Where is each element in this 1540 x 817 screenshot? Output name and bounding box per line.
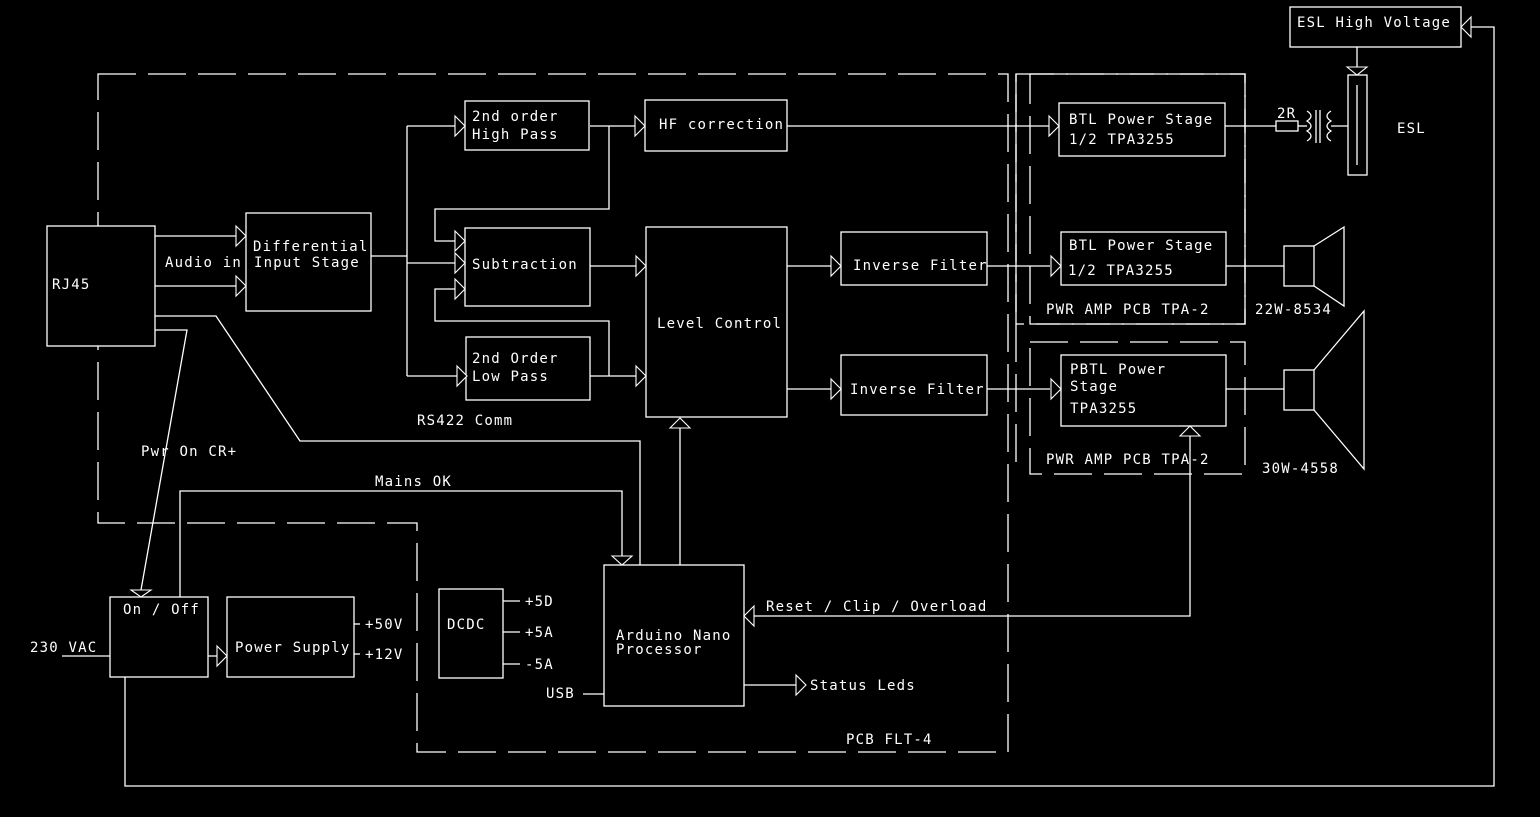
- vac-label: 230 VAC: [30, 640, 97, 656]
- inverse-filter-1-label: Inverse Filter: [853, 258, 988, 274]
- pbtl-label-3: TPA3255: [1070, 401, 1137, 417]
- mains-ok-label: Mains OK: [375, 474, 452, 490]
- dcdc-label: DCDC: [447, 617, 486, 633]
- arduino-label-2: Processor: [616, 642, 703, 658]
- pcb-flt4-label: PCB FLT-4: [846, 732, 933, 748]
- usb-label: USB: [546, 686, 575, 702]
- high-pass-block: 2nd order High Pass: [464, 100, 590, 151]
- inverse-filter-2-block: Inverse Filter: [840, 354, 988, 416]
- diff-input-label-1: Differential: [253, 239, 369, 255]
- on-off-label: On / Off: [123, 602, 200, 618]
- subtraction-label: Subtraction: [472, 257, 578, 273]
- speaker-2-label: 30W-4558: [1262, 461, 1339, 477]
- p5d-label: +5D: [525, 594, 554, 610]
- inverse-filter-2-label: Inverse Filter: [850, 382, 985, 398]
- pbtl-label-1: PBTL Power: [1070, 362, 1166, 378]
- pwr-amp-pcb-2-label: PWR AMP PCB TPA-2: [1046, 452, 1210, 468]
- v12-label: +12V: [365, 647, 404, 663]
- audio-in-label: Audio in: [165, 255, 242, 271]
- power-supply-label: Power Supply: [235, 640, 351, 656]
- reset-clip-overload-label: Reset / Clip / Overload: [766, 599, 987, 615]
- power-supply-block: Power Supply: [226, 596, 355, 678]
- btl-2-label-2: 1/2 TPA3255: [1068, 263, 1174, 279]
- btl-2-label-1: BTL Power Stage: [1069, 238, 1213, 254]
- hf-correction-block: HF correction: [644, 99, 788, 152]
- resistor-label: 2R: [1277, 106, 1296, 122]
- high-pass-label-2: High Pass: [472, 127, 559, 143]
- arduino-nano-block: Arduino Nano Processor: [603, 564, 745, 707]
- hf-correction-label: HF correction: [659, 117, 784, 133]
- pbtl-label-2: Stage: [1070, 379, 1118, 395]
- status-leds-label: Status Leds: [810, 678, 916, 694]
- low-pass-label-2: Low Pass: [472, 369, 549, 385]
- esl-panel: ESL: [1347, 74, 1426, 176]
- esl-label: ESL: [1397, 121, 1426, 137]
- on-off-switch-block: On / Off: [109, 596, 209, 678]
- pbtl-power-stage-block: PBTL Power Stage TPA3255: [1060, 354, 1227, 427]
- pwr-amp-pcb-1-label: PWR AMP PCB TPA-2: [1046, 302, 1210, 318]
- dcdc-block: DCDC: [438, 588, 504, 679]
- speaker-2-icon: [1283, 309, 1365, 471]
- arduino-label-1: Arduino Nano: [616, 628, 732, 644]
- speaker-1-icon: [1283, 225, 1345, 308]
- pwr-on-label: Pwr On CR+: [141, 444, 237, 460]
- transformer-icon: [1305, 110, 1333, 143]
- btl-1-label-2: 1/2 TPA3255: [1069, 132, 1175, 148]
- level-control-block: Level Control: [645, 226, 788, 418]
- btl-power-stage-1-block: BTL Power Stage 1/2 TPA3255: [1058, 102, 1226, 157]
- speaker-1-label: 22W-8534: [1255, 302, 1332, 318]
- low-pass-label-1: 2nd Order: [472, 351, 559, 367]
- v50-label: +50V: [365, 617, 404, 633]
- high-pass-label-1: 2nd order: [472, 109, 559, 125]
- diff-input-label-2: Input Stage: [254, 255, 360, 271]
- rj45-label: RJ45: [52, 277, 91, 293]
- arrowheads: [129, 15, 1472, 697]
- pcb-flt4-boundary: [97, 73, 1009, 753]
- amp-pcb-boundary-2: [1029, 341, 1246, 475]
- esl-high-voltage-block: ESL High Voltage: [1289, 6, 1462, 48]
- wires: [62, 26, 1495, 787]
- resistor-icon: [1275, 120, 1299, 132]
- p5a-label: +5A: [525, 625, 554, 641]
- level-control-label: Level Control: [657, 316, 782, 332]
- inverse-filter-1-block: Inverse Filter: [840, 231, 988, 286]
- btl-power-stage-2-block: BTL Power Stage 1/2 TPA3255: [1060, 231, 1227, 286]
- amp-pcb-boundary-1: [1029, 73, 1246, 325]
- subtraction-block: Subtraction: [464, 227, 591, 307]
- rs422-label: RS422 Comm: [417, 413, 513, 429]
- btl-1-label-1: BTL Power Stage: [1069, 112, 1213, 128]
- low-pass-block: 2nd Order Low Pass: [465, 336, 591, 401]
- esl-high-voltage-label: ESL High Voltage: [1297, 15, 1451, 31]
- differential-input-block: Differential Input Stage: [245, 212, 372, 312]
- m5a-label: -5A: [525, 657, 554, 673]
- rj45-block: RJ45: [46, 225, 156, 347]
